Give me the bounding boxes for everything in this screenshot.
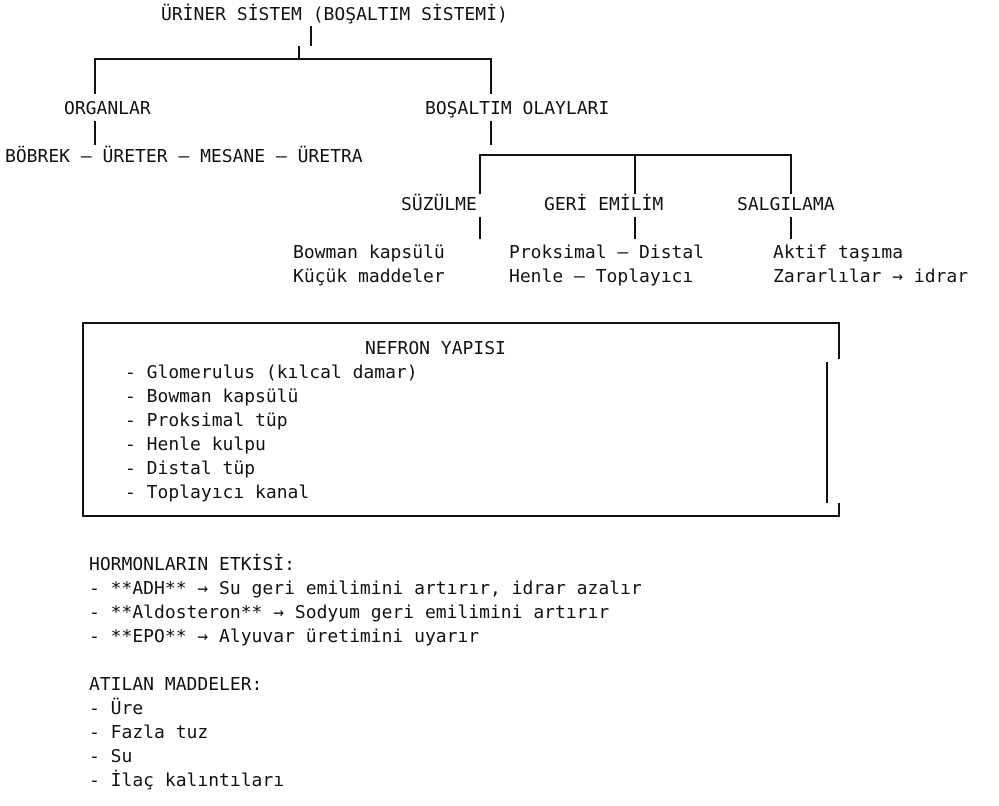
organlar-connector xyxy=(94,121,96,145)
atilan-heading: ATILAN MADDELER: xyxy=(89,674,263,695)
nefron-box-top xyxy=(82,322,840,324)
nefron-box-bottom xyxy=(82,515,840,517)
suzulme-line1: Bowman kapsülü xyxy=(293,242,445,263)
organlar-branch-line xyxy=(94,58,96,94)
hormonlar-heading: HORMONLARIN ETKİSİ: xyxy=(89,554,295,575)
atilan-item: - Su xyxy=(89,746,133,767)
nefron-item: - Toplayıcı kanal xyxy=(125,482,310,503)
hormon-item: - **ADH** → Su geri emilimini artırır, i… xyxy=(89,578,642,599)
atilan-item: - İlaç kalıntıları xyxy=(89,770,285,791)
salgilama-branch-line xyxy=(790,154,792,194)
geri-emilim-branch-line xyxy=(634,154,636,194)
salgilama-connector xyxy=(790,217,792,239)
salgilama-line1: Aktif taşıma xyxy=(773,242,904,263)
bosaltim-branch-line xyxy=(490,58,492,94)
bosaltim-heading: BOŞALTIM OLAYLARI xyxy=(425,98,610,119)
title-connector xyxy=(310,26,312,46)
nefron-item: - Distal tüp xyxy=(125,458,256,479)
diagram-title: ÜRİNER SİSTEM (BOŞALTIM SİSTEMİ) xyxy=(161,4,508,25)
nefron-item: - Proksimal tüp xyxy=(125,410,288,431)
atilan-item: - Üre xyxy=(89,698,144,719)
atilan-item: - Fazla tuz xyxy=(89,722,209,743)
hormon-item: - **Aldosteron** → Sodyum geri emilimini… xyxy=(89,602,610,623)
geri-emilim-line1: Proksimal – Distal xyxy=(509,242,705,263)
nefron-box-right-upper xyxy=(838,322,840,359)
bosaltim-connector xyxy=(490,121,492,145)
hormon-item: - **EPO** → Alyuvar üretimini uyarır xyxy=(89,626,480,647)
nefron-title: NEFRON YAPISI xyxy=(365,338,506,359)
salgilama-label: SALGILAMA xyxy=(737,194,835,215)
organlar-list: BÖBREK – ÜRETER – MESANE – ÜRETRA xyxy=(5,146,363,167)
main-branch-line xyxy=(94,58,492,60)
nefron-item: - Glomerulus (kılcal damar) xyxy=(125,362,418,383)
suzulme-branch-line xyxy=(479,154,481,194)
geri-emilim-label: GERİ EMİLİM xyxy=(544,194,664,215)
geri-emilim-line2: Henle – Toplayıcı xyxy=(509,266,694,287)
suzulme-line2: Küçük maddeler xyxy=(293,266,445,287)
nefron-box-right-inner xyxy=(826,362,828,503)
suzulme-label: SÜZÜLME xyxy=(401,194,477,215)
nefron-item: - Henle kulpu xyxy=(125,434,266,455)
suzulme-connector xyxy=(479,217,481,239)
organlar-heading: ORGANLAR xyxy=(64,98,151,119)
title-stem xyxy=(298,46,300,59)
nefron-box-right-lower xyxy=(838,503,840,517)
salgilama-line2: Zararlılar → idrar xyxy=(773,266,969,287)
geri-emilim-connector xyxy=(634,217,636,239)
nefron-box-left xyxy=(82,322,84,516)
nefron-item: - Bowman kapsülü xyxy=(125,386,299,407)
